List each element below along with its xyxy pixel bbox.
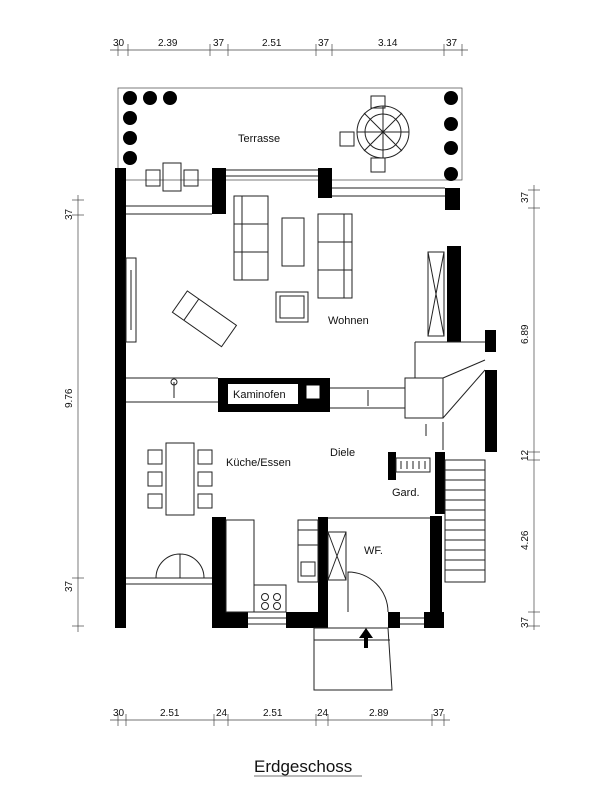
kaminofen-panel — [228, 384, 298, 404]
entrance-ramp — [313, 627, 393, 691]
dim-top-1: 30 — [113, 38, 125, 49]
dim-bottom-1: 30 — [113, 708, 125, 719]
dim-right-4: 4.26 — [520, 530, 531, 550]
dim-right-5: 37 — [520, 616, 531, 628]
left-dimension-chain: 37 9.76 37 — [64, 195, 84, 632]
dim-top-6: 3.14 — [378, 38, 398, 49]
dim-top-7: 37 — [446, 38, 458, 49]
room-label-wc: WF. — [364, 545, 383, 557]
lounge-chair-icon — [171, 290, 238, 348]
dim-right-2: 6.89 — [520, 324, 531, 344]
sofa-left-icon — [233, 195, 269, 281]
doors — [155, 378, 427, 613]
dim-right-3: 12 — [520, 449, 531, 461]
terrace: Terrasse — [117, 87, 463, 192]
shrub-icons — [123, 91, 458, 181]
dim-top-2: 2.39 — [158, 38, 178, 49]
dim-left-1: 37 — [64, 208, 75, 220]
dim-left-3: 37 — [64, 580, 75, 592]
coffee-table-icon — [281, 217, 305, 267]
room-label-kaminofen: Kaminofen — [233, 389, 286, 401]
dining-table-icon — [165, 442, 195, 516]
terrace-table-icon — [145, 162, 199, 192]
dim-bottom-3: 24 — [216, 708, 228, 719]
dim-bottom-4: 2.51 — [263, 708, 283, 719]
stove-hob-icon — [261, 593, 281, 610]
armchair-icon — [275, 291, 309, 323]
room-label-diele: Diele — [330, 447, 355, 459]
entrance-arrow-icon — [359, 628, 373, 648]
dim-bottom-2: 2.51 — [160, 708, 180, 719]
room-label-wohnen: Wohnen — [328, 315, 369, 327]
kitchen-counter-icon — [225, 519, 255, 613]
dim-bottom-6: 2.89 — [369, 708, 389, 719]
top-dimension-chain: 30 2.39 37 2.51 37 3.14 37 — [110, 38, 468, 56]
dim-bottom-5: 24 — [317, 708, 329, 719]
furniture — [147, 195, 431, 613]
room-label-garderobe: Gard. — [392, 487, 420, 499]
room-label-terrasse: Terrasse — [238, 133, 280, 145]
dim-top-4: 2.51 — [262, 38, 282, 49]
bottom-dimension-chain: 30 2.51 24 2.51 24 2.89 37 — [110, 708, 450, 726]
plan-title: Erdgeschoss — [254, 757, 352, 776]
wardrobe-icon — [395, 457, 431, 473]
dim-top-5: 37 — [318, 38, 330, 49]
stove-icon — [303, 382, 323, 402]
wc-cabinet-icon — [297, 519, 319, 583]
sofa-right-icon — [317, 213, 353, 299]
terrace-double-door-icon — [155, 553, 205, 579]
dim-bottom-7: 37 — [433, 708, 445, 719]
wc-shower-icon — [327, 531, 347, 581]
room-label-kueche: Küche/Essen — [226, 457, 291, 469]
dim-right-1: 37 — [520, 191, 531, 203]
entry-door-icon — [347, 571, 389, 613]
dim-top-3: 37 — [213, 38, 225, 49]
windows — [125, 169, 486, 625]
right-dimension-chain: 37 6.89 12 4.26 37 — [520, 185, 540, 630]
dim-left-2: 9.76 — [64, 388, 75, 408]
parasol-table-icon — [339, 95, 410, 173]
